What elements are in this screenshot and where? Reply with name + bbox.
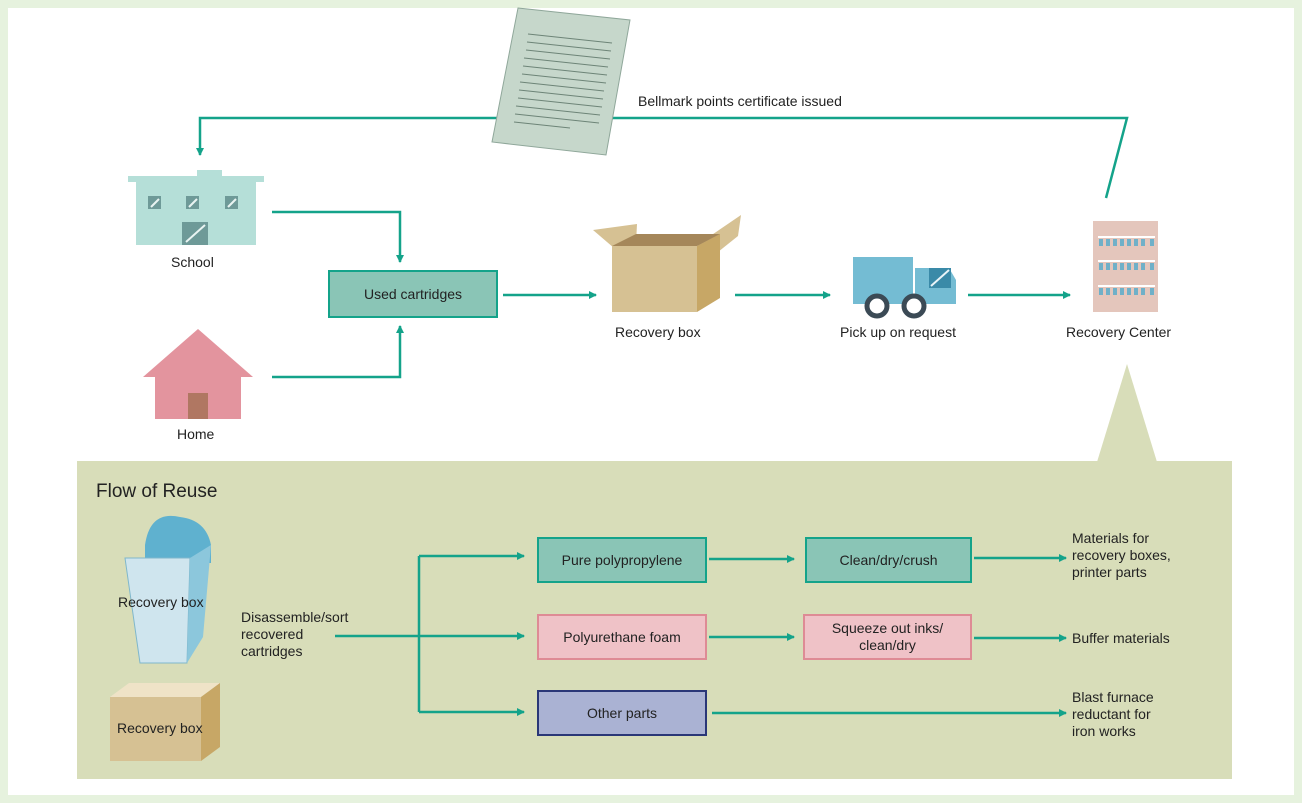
pp-output-label: Materials for recovery boxes, printer pa… [1072,530,1171,580]
home-icon [143,329,253,419]
clean-dry-crush-box: Clean/dry/crush [805,537,972,583]
recovery-center-label: Recovery Center [1066,324,1172,340]
squeeze-clean-dry-box: Squeeze out inks/ clean/dry [803,614,972,660]
disassemble-label: Disassemble/sort recovered cartridges [241,609,349,659]
other-parts-box: Other parts [537,690,707,736]
reuse-title: Flow of Reuse [96,481,218,502]
recovery-bin-icon [124,515,211,664]
recovery-box-label: Recovery box [615,324,701,340]
truck-icon [853,257,956,319]
school-label: School [171,254,214,270]
pure-polypropylene-box: Pure polypropylene [537,537,707,583]
certificate-icon [491,7,631,156]
school-to-cartridges-arrow [272,210,404,263]
polyurethane-foam-box: Polyurethane foam [537,614,707,660]
recovery-box-icon [593,215,741,312]
recovery-carton-label: Recovery box [117,720,203,736]
recovery-bin-label: Recovery box [118,594,204,610]
other-output-label: Blast furnace reductant for iron works [1072,689,1154,739]
certificate-arrow [196,116,1129,199]
certificate-label: Bellmark points certificate issued [638,93,842,109]
home-label: Home [177,426,215,442]
recovery-center-icon [1093,221,1158,312]
pickup-label: Pick up on request [840,324,956,340]
home-to-cartridges-arrow [272,325,404,379]
pu-output-label: Buffer materials [1072,630,1170,646]
school-icon [128,170,264,245]
recovery-carton-icon [110,683,220,761]
used-cartridges-box: Used cartridges [328,270,498,318]
reuse-callout-pointer [1097,364,1157,462]
